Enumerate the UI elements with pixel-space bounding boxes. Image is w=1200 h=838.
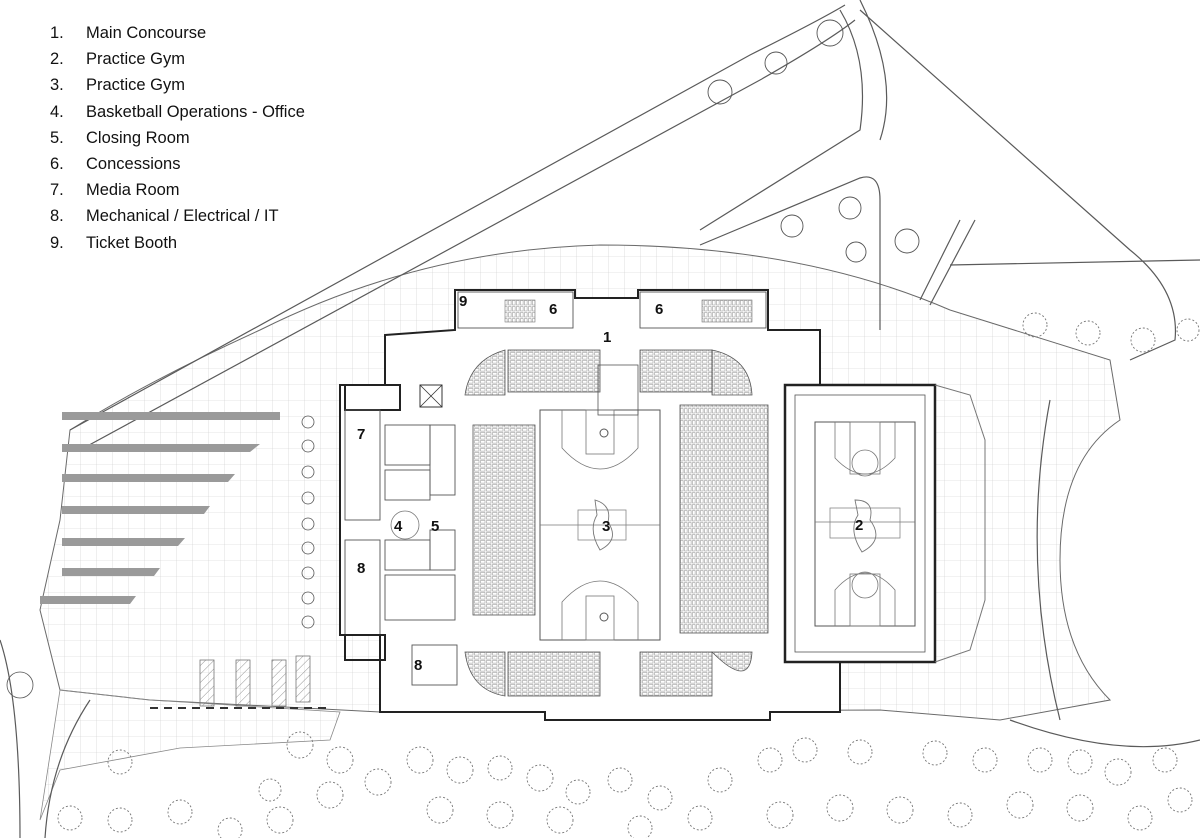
room-label-mechanical-north: 8	[357, 560, 365, 577]
trees-west	[6, 415, 315, 699]
room-label-practice-gym-east: 2	[855, 517, 863, 534]
trees-east	[1022, 312, 1200, 353]
trees-south	[57, 731, 1193, 838]
trees-north	[707, 19, 920, 263]
room-label-concessions-east: 6	[655, 301, 663, 318]
parking-stripes	[40, 412, 280, 604]
room-label-main-concourse: 1	[603, 329, 611, 346]
room-label-media-room: 7	[357, 426, 365, 443]
room-label-basketball-ops: 4	[394, 518, 403, 535]
room-labels: 1 2 3 4 5 6 6 7 8 8 9	[357, 293, 863, 674]
building	[339, 289, 986, 721]
room-label-ticket-booth: 9	[459, 293, 467, 310]
room-label-mechanical-south: 8	[414, 657, 422, 674]
room-label-closing-room: 5	[431, 518, 439, 535]
room-label-practice-gym-main: 3	[602, 518, 610, 535]
room-label-concessions-west: 6	[549, 301, 557, 318]
parking-bays	[150, 655, 330, 709]
